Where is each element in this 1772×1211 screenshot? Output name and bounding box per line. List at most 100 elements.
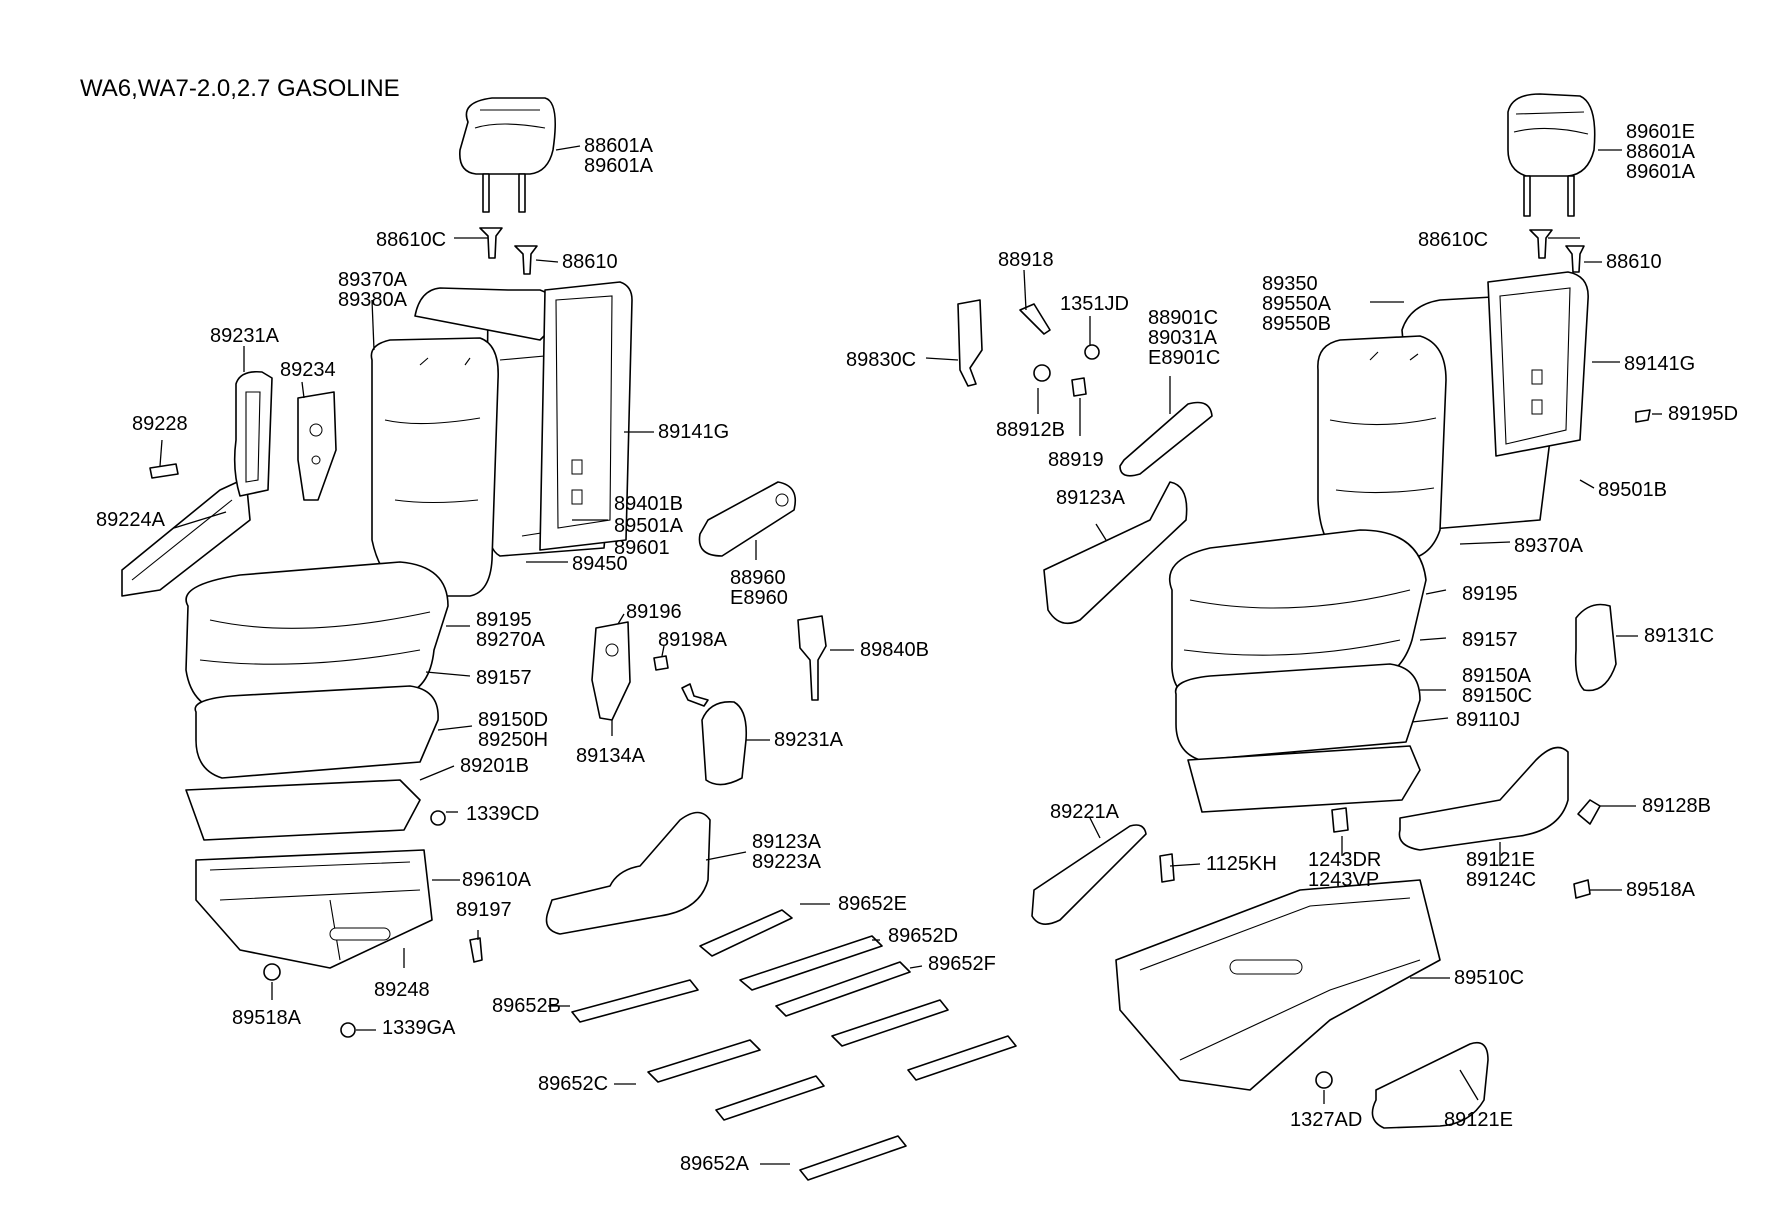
left-recliner-lever-bracket — [297, 391, 337, 501]
right-side-cover-small — [1574, 603, 1617, 692]
callout-89223A: 89223A — [752, 851, 822, 873]
left-seatbelt-buckle — [797, 615, 827, 701]
callout-89141G: 89141G — [658, 421, 729, 443]
callout-1243DR: 1243DR — [1308, 849, 1381, 871]
left-small-parts — [263, 810, 483, 1038]
callout-89550B: 89550B — [1262, 313, 1331, 335]
right-front-trim — [1371, 1041, 1489, 1129]
callout-89601: 89601 — [614, 537, 670, 559]
left-backrest-frame — [539, 281, 633, 551]
callout-89550A: 89550A — [1262, 293, 1332, 315]
callout-89141G-right: 89141G — [1624, 353, 1695, 375]
callout-88919: 88919 — [1048, 449, 1104, 471]
callout-labels: 88601A 89601A 88610C 88610 89370A 89380A… — [96, 121, 1738, 1175]
callout-89652C: 89652C — [538, 1073, 608, 1095]
left-side-trim — [121, 477, 251, 597]
callout-89134A: 89134A — [576, 745, 646, 767]
callout-89518A-right: 89518A — [1626, 879, 1696, 901]
left-armrest — [698, 481, 797, 557]
callout-89224A: 89224A — [96, 509, 166, 531]
callout-89195: 89195 — [476, 609, 532, 631]
callout-89128B: 89128B — [1642, 795, 1711, 817]
callout-89501B: 89501B — [1598, 479, 1667, 501]
callout-89652B: 89652B — [492, 995, 561, 1017]
callout-89518A: 89518A — [232, 1007, 302, 1029]
middle-side-cover — [1043, 481, 1188, 625]
callout-89228: 89228 — [132, 413, 188, 435]
callout-89150D: 89150D — [478, 709, 548, 731]
right-inner-shield — [1031, 824, 1147, 925]
callout-89123A: 89123A — [752, 831, 822, 853]
callout-89234: 89234 — [280, 359, 336, 381]
callout-88610C: 88610C — [376, 229, 446, 251]
callout-E8901C: E8901C — [1148, 347, 1220, 369]
callout-89350: 89350 — [1262, 273, 1318, 295]
right-headrest — [1507, 93, 1596, 217]
callout-89150C: 89150C — [1462, 685, 1532, 707]
callout-89652F: 89652F — [928, 953, 996, 975]
callout-88960: 88960 — [730, 567, 786, 589]
callout-89201B: 89201B — [460, 755, 529, 777]
callout-89601A: 89601A — [584, 155, 654, 177]
callout-88901C: 88901C — [1148, 307, 1218, 329]
callout-89231A-mid: 89231A — [774, 729, 844, 751]
callout-88601A: 88601A — [584, 135, 654, 157]
callout-89221A: 89221A — [1050, 801, 1120, 823]
callout-89124C: 89124C — [1466, 869, 1536, 891]
callout-89195D: 89195D — [1668, 403, 1738, 425]
callout-88610: 88610 — [562, 251, 618, 273]
left-recliner-cover — [233, 370, 273, 497]
left-seat-track — [185, 779, 433, 969]
right-seat-cushion — [1168, 529, 1427, 761]
callout-89157: 89157 — [476, 667, 532, 689]
callout-89601E: 89601E — [1626, 121, 1695, 143]
callout-89123A-right: 89123A — [1056, 487, 1126, 509]
callout-88610-right: 88610 — [1606, 251, 1662, 273]
callout-89652D: 89652D — [888, 925, 958, 947]
callout-89195-right: 89195 — [1462, 583, 1518, 605]
left-cap — [149, 463, 179, 479]
middle-bolt — [1019, 303, 1100, 397]
callout-89501A: 89501A — [614, 515, 684, 537]
callout-89248: 89248 — [374, 979, 430, 1001]
callout-1125KH: 1125KH — [1206, 853, 1277, 875]
middle-armrest — [1119, 401, 1213, 477]
left-seat-cushion — [185, 561, 449, 779]
callout-89270A: 89270A — [476, 629, 546, 651]
right-seat-back — [1317, 295, 1561, 563]
callout-89197: 89197 — [456, 899, 512, 921]
callout-89401B: 89401B — [614, 493, 683, 515]
callout-1339CD: 1339CD — [466, 803, 539, 825]
callout-88610C-right: 88610C — [1418, 229, 1488, 251]
diagram-title: WA6,WA7-2.0,2.7 GASOLINE — [80, 75, 400, 102]
callout-89131C: 89131C — [1644, 625, 1714, 647]
right-bolts — [1159, 409, 1651, 1089]
callout-E8960: E8960 — [730, 587, 788, 609]
callout-89250H: 89250H — [478, 729, 548, 751]
callout-89450: 89450 — [572, 553, 628, 575]
right-cap — [1573, 799, 1601, 899]
middle-seatbelt-buckle — [957, 299, 983, 387]
callout-89380A: 89380A — [338, 289, 408, 311]
left-headrest-guide — [479, 227, 538, 275]
callout-89110J: 89110J — [1456, 709, 1520, 731]
right-headrest-guide — [1529, 229, 1585, 273]
callout-1243VP: 1243VP — [1308, 869, 1379, 891]
callout-89196: 89196 — [626, 601, 682, 623]
callout-89652A: 89652A — [680, 1153, 750, 1175]
right-backrest-frame — [1487, 271, 1589, 457]
callout-1351JD: 1351JD — [1060, 293, 1129, 315]
callout-89150A: 89150A — [1462, 665, 1532, 687]
callout-89121E: 89121E — [1466, 849, 1535, 871]
left-headrest — [459, 97, 556, 213]
callout-88918: 88918 — [998, 249, 1054, 271]
callout-89830C: 89830C — [846, 349, 916, 371]
callout-89370A: 89370A — [338, 269, 408, 291]
track-pads — [571, 909, 1017, 1181]
right-outer-shield — [1398, 746, 1569, 851]
callout-88601A-right: 88601A — [1626, 141, 1696, 163]
callout-88912B: 88912B — [996, 419, 1065, 441]
callout-89198A: 89198A — [658, 629, 728, 651]
callout-89370A-right: 89370A — [1514, 535, 1584, 557]
